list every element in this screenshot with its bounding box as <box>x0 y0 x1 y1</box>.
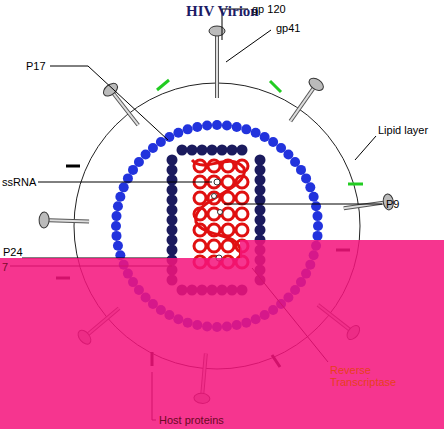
p24-dot <box>167 235 178 246</box>
rna-loop <box>222 208 234 220</box>
p24-dot <box>167 185 178 196</box>
p24-dot <box>167 225 178 236</box>
p17-dot <box>115 192 125 202</box>
host-label: Host proteins <box>159 414 224 426</box>
p17-dot <box>313 211 323 221</box>
p17-dot <box>222 120 232 130</box>
p24-dot <box>255 215 266 226</box>
p17-dot <box>113 241 123 251</box>
p24-dot <box>255 185 266 196</box>
membrane-label: Lipid layer <box>378 124 428 136</box>
p17-dot <box>301 173 311 183</box>
p17-dot <box>232 122 242 132</box>
p17-dot <box>111 221 121 231</box>
p24-dot <box>167 245 178 256</box>
p24-dot <box>255 165 266 176</box>
p17-dot <box>251 128 261 138</box>
p17-dot <box>241 124 251 134</box>
p17-dot <box>309 192 319 202</box>
spike-label: gp41 <box>276 22 300 34</box>
p17-dot <box>113 201 123 211</box>
p9-dot <box>214 179 220 185</box>
enzyme-label: Reverse Transcriptase <box>330 364 410 388</box>
p17-dot <box>260 132 270 142</box>
spike-label: gp 120 <box>252 3 286 15</box>
p17-dot <box>111 211 121 221</box>
p17-dot <box>111 231 121 241</box>
p24-dot <box>187 145 198 156</box>
p17-dot <box>148 143 158 153</box>
p24-dot <box>167 195 178 206</box>
protein-label: 7 <box>2 261 8 273</box>
rna-loop <box>222 240 234 252</box>
p9-dot <box>212 194 217 199</box>
p24-dot <box>227 145 238 156</box>
p17-dot <box>313 221 323 231</box>
p24-dot <box>167 155 178 166</box>
p17-dot <box>128 165 138 175</box>
p17-dot <box>202 120 212 130</box>
rna-loop <box>236 224 248 236</box>
p24-dot <box>197 145 208 156</box>
p17-dot <box>156 137 166 147</box>
gp120-spike <box>209 26 225 98</box>
p17-dot <box>313 231 323 241</box>
rna-loop <box>236 192 248 204</box>
rna-loop <box>194 192 206 204</box>
p24-dot <box>207 145 218 156</box>
matrix-label: P17 <box>26 60 46 72</box>
p24-dot <box>255 225 266 236</box>
p24-dot <box>237 145 248 156</box>
p9-dot <box>218 210 223 215</box>
p24-dot <box>167 165 178 176</box>
p17-dot <box>119 182 129 192</box>
p17-dot <box>192 122 202 132</box>
p17-dot <box>311 201 321 211</box>
p24-dot <box>255 205 266 216</box>
p24-dot <box>167 215 178 226</box>
p17-dot <box>268 137 278 147</box>
pink-overlay <box>0 240 444 429</box>
protein-label: P9 <box>386 198 399 210</box>
p17-dot <box>173 128 183 138</box>
p17-dot <box>296 165 306 175</box>
p24-dot <box>167 205 178 216</box>
diagram-title: HIV Virion <box>186 3 259 20</box>
rna-strand <box>192 160 244 258</box>
p17-dot <box>164 132 174 142</box>
capsid-label: P24 <box>3 246 23 258</box>
p24-dot <box>255 155 266 166</box>
p24-dot <box>255 175 266 186</box>
gp120-spike <box>39 212 89 228</box>
p17-dot <box>183 124 193 134</box>
p24-dot <box>177 145 188 156</box>
rna-loop <box>236 208 248 220</box>
rna-loop <box>222 224 234 236</box>
gp120-spike <box>290 76 325 122</box>
p17-dot <box>290 157 300 167</box>
p17-dot <box>305 182 315 192</box>
p24-dot <box>217 145 228 156</box>
rna-label: ssRNA <box>2 176 36 188</box>
rna-loop <box>208 240 220 252</box>
rna-coil <box>192 160 248 268</box>
p24-dot <box>167 175 178 186</box>
rna-loop <box>194 240 206 252</box>
p17-dot <box>212 120 222 130</box>
gp120-spike <box>101 81 138 125</box>
